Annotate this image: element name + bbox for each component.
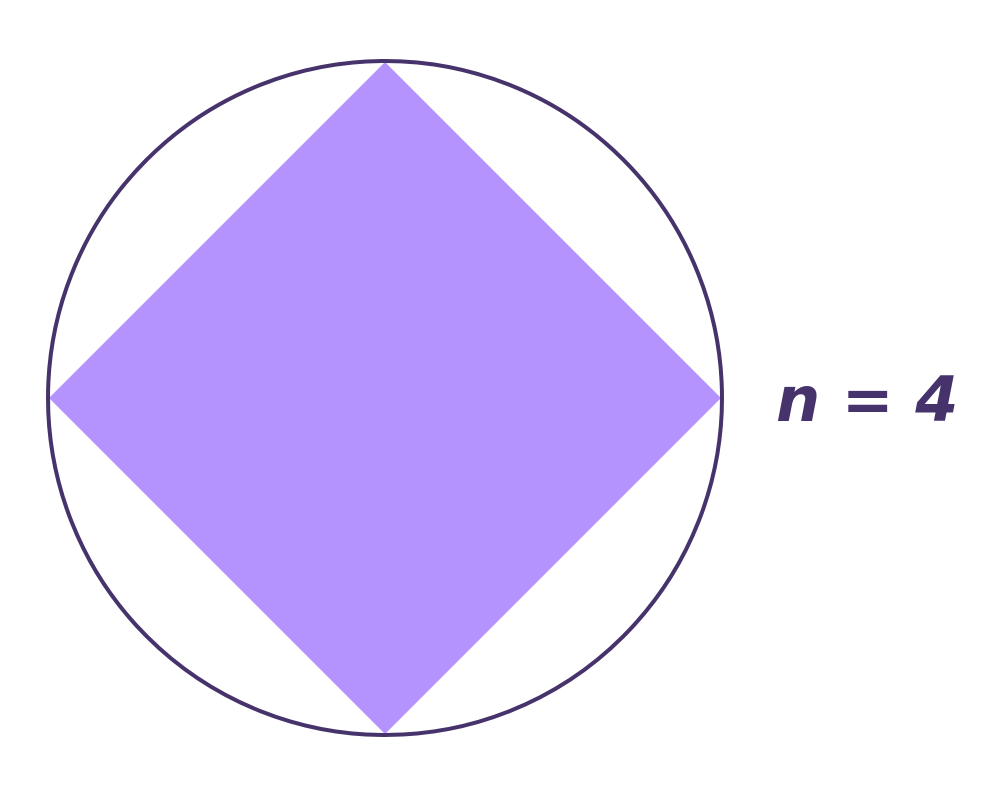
inscribed-square — [49, 62, 721, 734]
circumscribed-circle — [46, 59, 724, 737]
polygon-sides-label: n = 4 — [776, 363, 959, 436]
